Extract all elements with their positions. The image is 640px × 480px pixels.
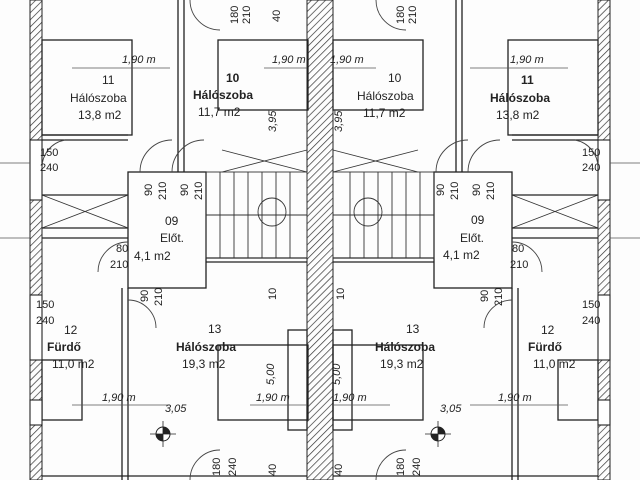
room-13-left-name: Hálószoba (176, 340, 237, 354)
windows (29, 139, 611, 426)
door-hall-left-210: 210 (157, 181, 169, 200)
room-12-left-area: 11,0 m2 (52, 357, 95, 371)
room-13-right-area: 19,3 m2 (380, 357, 424, 371)
door-hall-left-90b: 90 (179, 183, 191, 196)
room-11-right-area: 13,8 m2 (496, 108, 540, 122)
door-bottom-left-40: 40 (267, 463, 279, 476)
door-side-right-80: 80 (512, 243, 525, 255)
room-13-left-area: 19,3 m2 (182, 357, 226, 371)
door-hall-right-90: 90 (435, 183, 447, 196)
wall-thk-right-10: 10 (335, 287, 347, 300)
door-top-left-180: 180 (229, 5, 241, 24)
dim-span-top-center-left: 1,90 m (272, 54, 306, 66)
room-12-left-number: 12 (64, 323, 78, 337)
dim-span-top-center-right: 1,90 m (330, 54, 364, 66)
door-hall-right-210b: 210 (485, 181, 497, 200)
door-bottom-right-40: 40 (333, 463, 345, 476)
window-right-upper-240: 240 (582, 162, 601, 174)
door-bottom-left-240: 240 (227, 457, 239, 476)
room-10-right-area: 11,7 m2 (363, 106, 406, 120)
wall-thk-left-10: 10 (267, 287, 279, 300)
door-top-left-40: 40 (271, 9, 283, 22)
window-right-lower-150: 150 (582, 299, 601, 311)
room-10-right-number: 10 (388, 71, 402, 85)
dim-length-left: 5,00 (265, 363, 277, 385)
room-10-right-name: Hálószoba (357, 89, 414, 103)
party-wall (306, 0, 334, 480)
door-lower-left-210: 210 (153, 287, 165, 306)
stairs (205, 171, 435, 259)
dim-height-left: 3,95 (267, 110, 279, 132)
room-11-left-name: Hálószoba (70, 91, 127, 105)
room-12-left-name: Fürdő (47, 340, 81, 354)
door-hall-right-90b: 90 (471, 183, 483, 196)
room-12-right-name: Fürdő (528, 340, 562, 354)
window-left-lower-240: 240 (36, 315, 55, 327)
door-swings (41, 0, 599, 480)
level-markers (150, 421, 451, 447)
room-13-right-name: Hálószoba (375, 340, 436, 354)
corridor-crosses (41, 149, 599, 229)
interior-walls (41, 0, 599, 480)
window-left-upper-150: 150 (40, 147, 59, 159)
dimension-lines (0, 67, 640, 406)
dim-span-bottom-right: 1,90 m (498, 392, 532, 404)
door-lower-left-90: 90 (139, 289, 151, 302)
door-hall-right-210: 210 (449, 181, 461, 200)
room-10-left-name: Hálószoba (193, 88, 254, 102)
dim-length-right: 5,00 (331, 363, 343, 385)
dim-span-bottom-center-right: 1,90 m (333, 392, 367, 404)
door-top-left-210: 210 (241, 5, 253, 24)
room-09-left-name: Előt. (160, 231, 185, 245)
door-top-right-210: 210 (407, 5, 419, 24)
room-11-right-name: Hálószoba (490, 91, 551, 105)
door-lower-right-210: 210 (493, 287, 505, 306)
door-bottom-right-240: 240 (411, 457, 423, 476)
room-09-left-area: 4,1 m2 (134, 249, 171, 263)
room-12-right-area: 11,0 m2 (533, 357, 576, 371)
dim-span-bottom-center-left: 1,90 m (256, 392, 290, 404)
dim-span-top-right: 1,90 m (510, 54, 544, 66)
room-11-right-number: 11 (521, 73, 534, 87)
room-12-right-number: 12 (541, 323, 555, 337)
room-10-left-area: 11,7 m2 (198, 105, 241, 119)
door-bottom-right-180: 180 (395, 457, 407, 476)
door-side-right-210: 210 (510, 259, 529, 271)
room-09-right-number: 09 (471, 213, 485, 227)
room-13-right-number: 13 (406, 322, 420, 336)
dim-span-bottom-left: 1,90 m (102, 392, 136, 404)
window-left-lower-150: 150 (36, 299, 55, 311)
door-top-right-180: 180 (395, 5, 407, 24)
window-right-upper-150: 150 (582, 147, 601, 159)
door-side-left-210: 210 (110, 259, 129, 271)
room-11-left-number: 11 (102, 73, 115, 87)
door-side-left-80: 80 (116, 243, 129, 255)
room-09-right-name: Előt. (460, 231, 485, 245)
room-10-left-number: 10 (226, 71, 240, 85)
room-09-left-number: 09 (165, 214, 179, 228)
door-hall-left-210b: 210 (193, 181, 205, 200)
window-left-upper-240: 240 (40, 162, 59, 174)
room-13-left-number: 13 (208, 322, 222, 336)
door-hall-left-90: 90 (143, 183, 155, 196)
door-lower-right-90: 90 (479, 289, 491, 302)
window-right-lower-240: 240 (582, 315, 601, 327)
level-right-value: 3,05 (440, 403, 462, 415)
room-09-right-area: 4,1 m2 (443, 248, 480, 262)
dim-span-top-left: 1,90 m (122, 54, 156, 66)
room-11-left-area: 13,8 m2 (78, 108, 122, 122)
level-left-value: 3,05 (165, 403, 187, 415)
dim-height-right: 3,95 (333, 110, 345, 132)
door-bottom-left-180: 180 (211, 457, 223, 476)
